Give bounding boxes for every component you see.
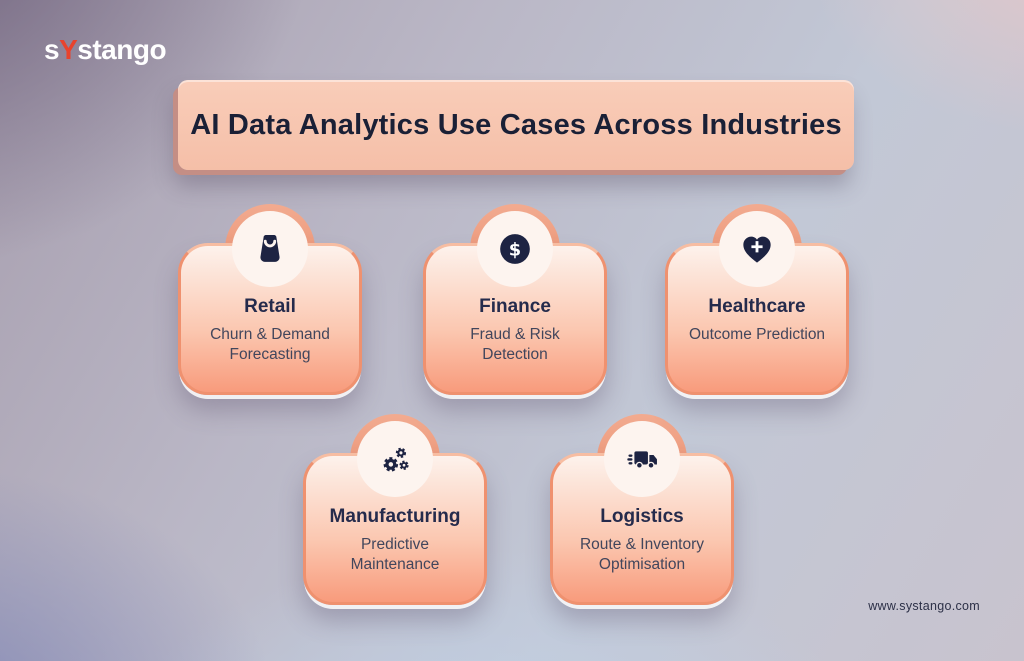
card-title: Logistics [600, 506, 684, 527]
industry-card-manufacturing: Manufacturing Predictive Maintenance [303, 414, 487, 606]
card-use-case: Predictive Maintenance [350, 536, 440, 573]
icon-circle [719, 211, 795, 287]
logo-text-y: Y [59, 34, 78, 65]
card-title: Finance [479, 296, 551, 317]
card-use-case: Route & Inventory Optimisation [579, 536, 705, 573]
svg-text:$: $ [509, 240, 521, 261]
card-use-case: Outcome Prediction [688, 326, 826, 343]
footer-website-url: www.systango.com [868, 599, 980, 613]
shopping-bag-icon [260, 234, 280, 262]
title-banner: AI Data Analytics Use Cases Across Indus… [178, 80, 854, 170]
industry-card-healthcare: Healthcare Outcome Prediction [665, 204, 849, 396]
icon-circle [604, 421, 680, 497]
icon-circle [232, 211, 308, 287]
card-use-case: Churn & Demand Forecasting [210, 326, 330, 363]
industry-card-finance: Finance Fraud & Risk Detection $ [423, 204, 607, 396]
icon-circle [357, 421, 433, 497]
systango-logo: sYstango [44, 34, 167, 66]
card-title: Manufacturing [329, 506, 461, 527]
card-use-case: Fraud & Risk Detection [470, 326, 560, 363]
industry-card-retail: Retail Churn & Demand Forecasting [178, 204, 362, 396]
dollar-sign-icon: $ [500, 234, 530, 264]
gears-icon [383, 447, 409, 472]
delivery-truck-icon [627, 451, 657, 469]
heart-plus-icon [743, 236, 771, 263]
logo-text-suffix: stango [77, 34, 167, 65]
logo-text-prefix: s [44, 34, 60, 65]
icon-circle: $ [477, 211, 553, 287]
card-title: Healthcare [708, 296, 806, 317]
page-title: AI Data Analytics Use Cases Across Indus… [190, 108, 842, 141]
card-title: Retail [244, 296, 296, 317]
industry-card-logistics: Logistics Route & Inventory Optimisation [550, 414, 734, 606]
